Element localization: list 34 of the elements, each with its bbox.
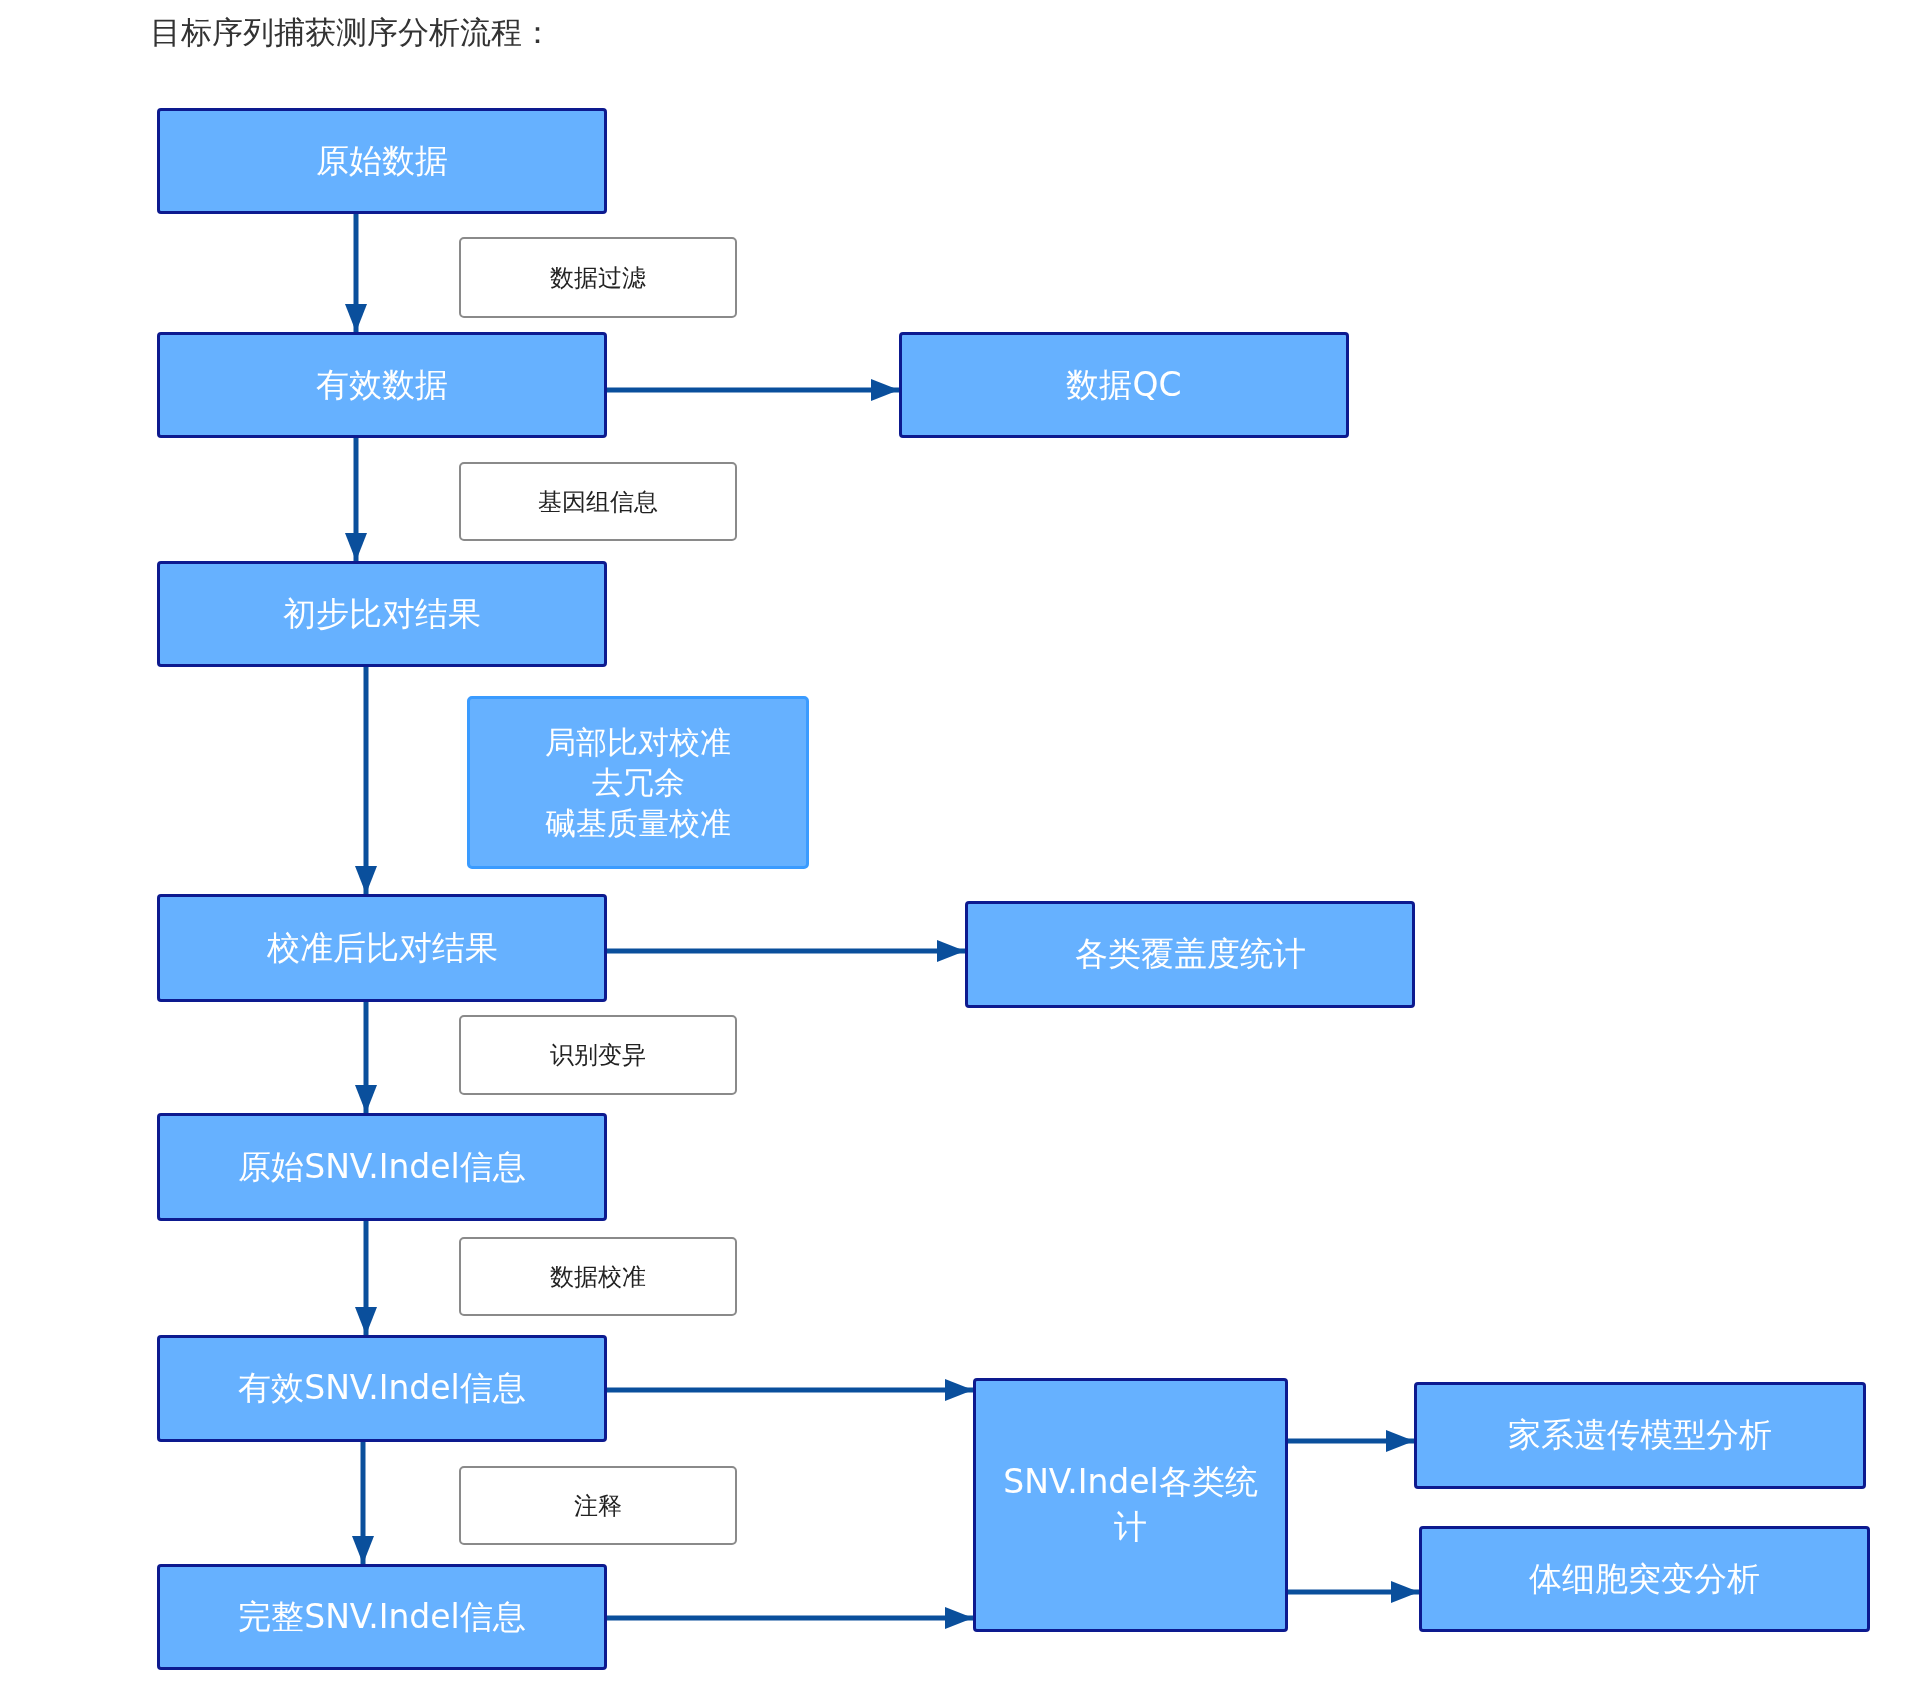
arrow xyxy=(355,1221,377,1335)
title: 目标序列捕获测序分析流程： xyxy=(150,13,553,52)
arrow xyxy=(607,940,965,962)
arrow xyxy=(345,438,367,561)
process-box: 体细胞突变分析 xyxy=(1419,1526,1870,1632)
arrow xyxy=(345,214,367,332)
note-box: 数据校准 xyxy=(459,1237,737,1316)
arrow xyxy=(607,1379,973,1401)
process-box: 有效SNV.Indel信息 xyxy=(157,1335,607,1442)
box-text-line: 局部比对校准 xyxy=(545,723,731,763)
process-box: 校准后比对结果 xyxy=(157,894,607,1002)
arrow xyxy=(355,1002,377,1113)
note-box: 基因组信息 xyxy=(459,462,737,541)
arrow xyxy=(352,1442,374,1564)
arrow xyxy=(1288,1430,1414,1452)
process-box: 各类覆盖度统计 xyxy=(965,901,1415,1008)
process-box: 数据QC xyxy=(899,332,1349,438)
arrow xyxy=(355,667,377,894)
process-box: SNV.Indel各类统计 xyxy=(973,1378,1288,1632)
process-box: 原始SNV.Indel信息 xyxy=(157,1113,607,1221)
box-text-line: 碱基质量校准 xyxy=(545,803,731,843)
arrow xyxy=(1288,1581,1419,1603)
note-box: 注释 xyxy=(459,1466,737,1545)
box-text-line: 去冗余 xyxy=(591,763,685,803)
arrow xyxy=(607,1607,973,1629)
process-box: 原始数据 xyxy=(157,108,607,214)
note-box: 识别变异 xyxy=(459,1015,737,1095)
process-box: 初步比对结果 xyxy=(157,561,607,667)
arrow xyxy=(607,379,899,401)
process-box xyxy=(467,696,809,869)
process-box: 家系遗传模型分析 xyxy=(1414,1382,1866,1489)
note-box: 数据过滤 xyxy=(459,237,737,318)
process-box: 完整SNV.Indel信息 xyxy=(157,1564,607,1670)
process-box: 有效数据 xyxy=(157,332,607,438)
